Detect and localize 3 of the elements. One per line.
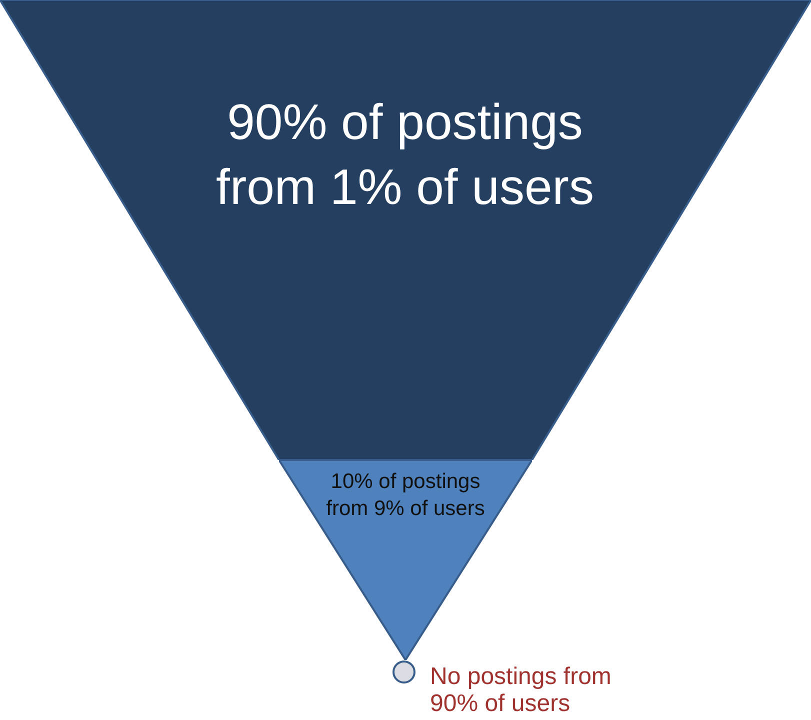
segment-label: 90% of postings from 1% of users bbox=[215, 93, 595, 217]
tip-caption: No postings from 90% of users bbox=[430, 664, 612, 718]
segment-label: 10% of postings from 9% of users bbox=[325, 469, 486, 522]
